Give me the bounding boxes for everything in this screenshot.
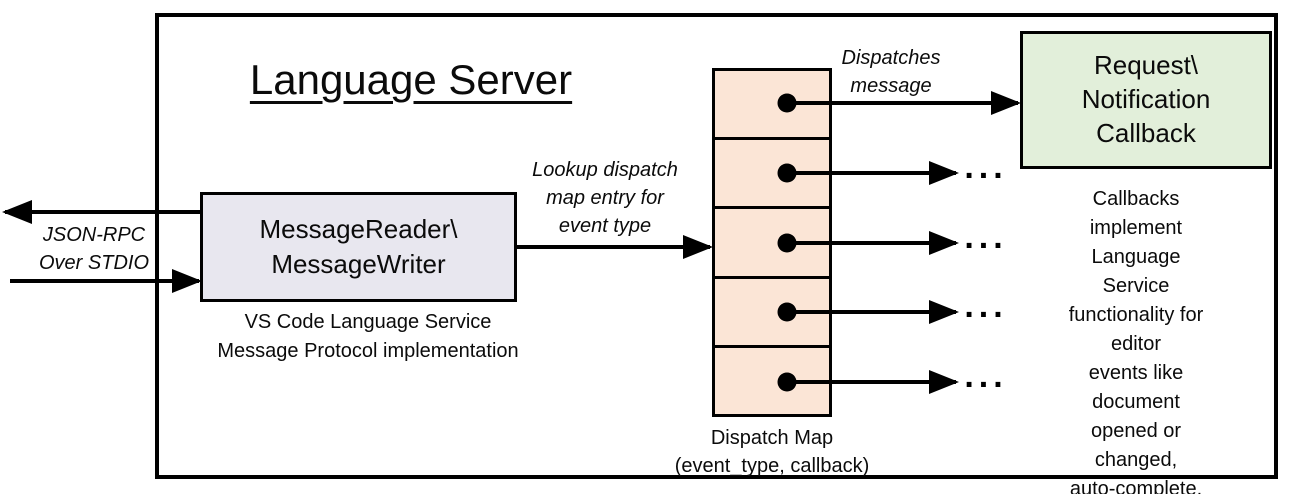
- request-notification-callback-box: Request\ Notification Callback: [1020, 31, 1272, 169]
- dispatch-map-cell: [715, 71, 829, 141]
- callbacks-description: Callbacks implement Language Service fun…: [1068, 188, 1204, 494]
- reader-box-caption: VS Code Language Service Message Protoco…: [217, 311, 519, 362]
- dispatch-map: [712, 68, 832, 417]
- language-server-container-box: [155, 13, 1278, 479]
- dispatch-map-cell: [715, 209, 829, 279]
- lookup-dispatch-label: Lookup dispatch map entry for event type: [532, 159, 678, 237]
- json-rpc-stdio-label: JSON-RPC Over STDIO: [38, 224, 150, 274]
- message-reader-writer-label: MessageReader\ MessageWriter: [259, 213, 458, 279]
- dispatch-map-caption: Dispatch Map (event_type, callback): [674, 427, 870, 477]
- dispatch-map-cell: [715, 140, 829, 210]
- dispatch-map-cell: [715, 348, 829, 414]
- request-notification-callback-label: Request\ Notification Callback: [1081, 50, 1211, 148]
- message-reader-writer-box: MessageReader\ MessageWriter: [200, 192, 517, 302]
- dispatches-message-label: Dispatches message: [841, 47, 941, 97]
- diagram-title: Language Server: [249, 56, 573, 103]
- dispatch-map-cell: [715, 279, 829, 348]
